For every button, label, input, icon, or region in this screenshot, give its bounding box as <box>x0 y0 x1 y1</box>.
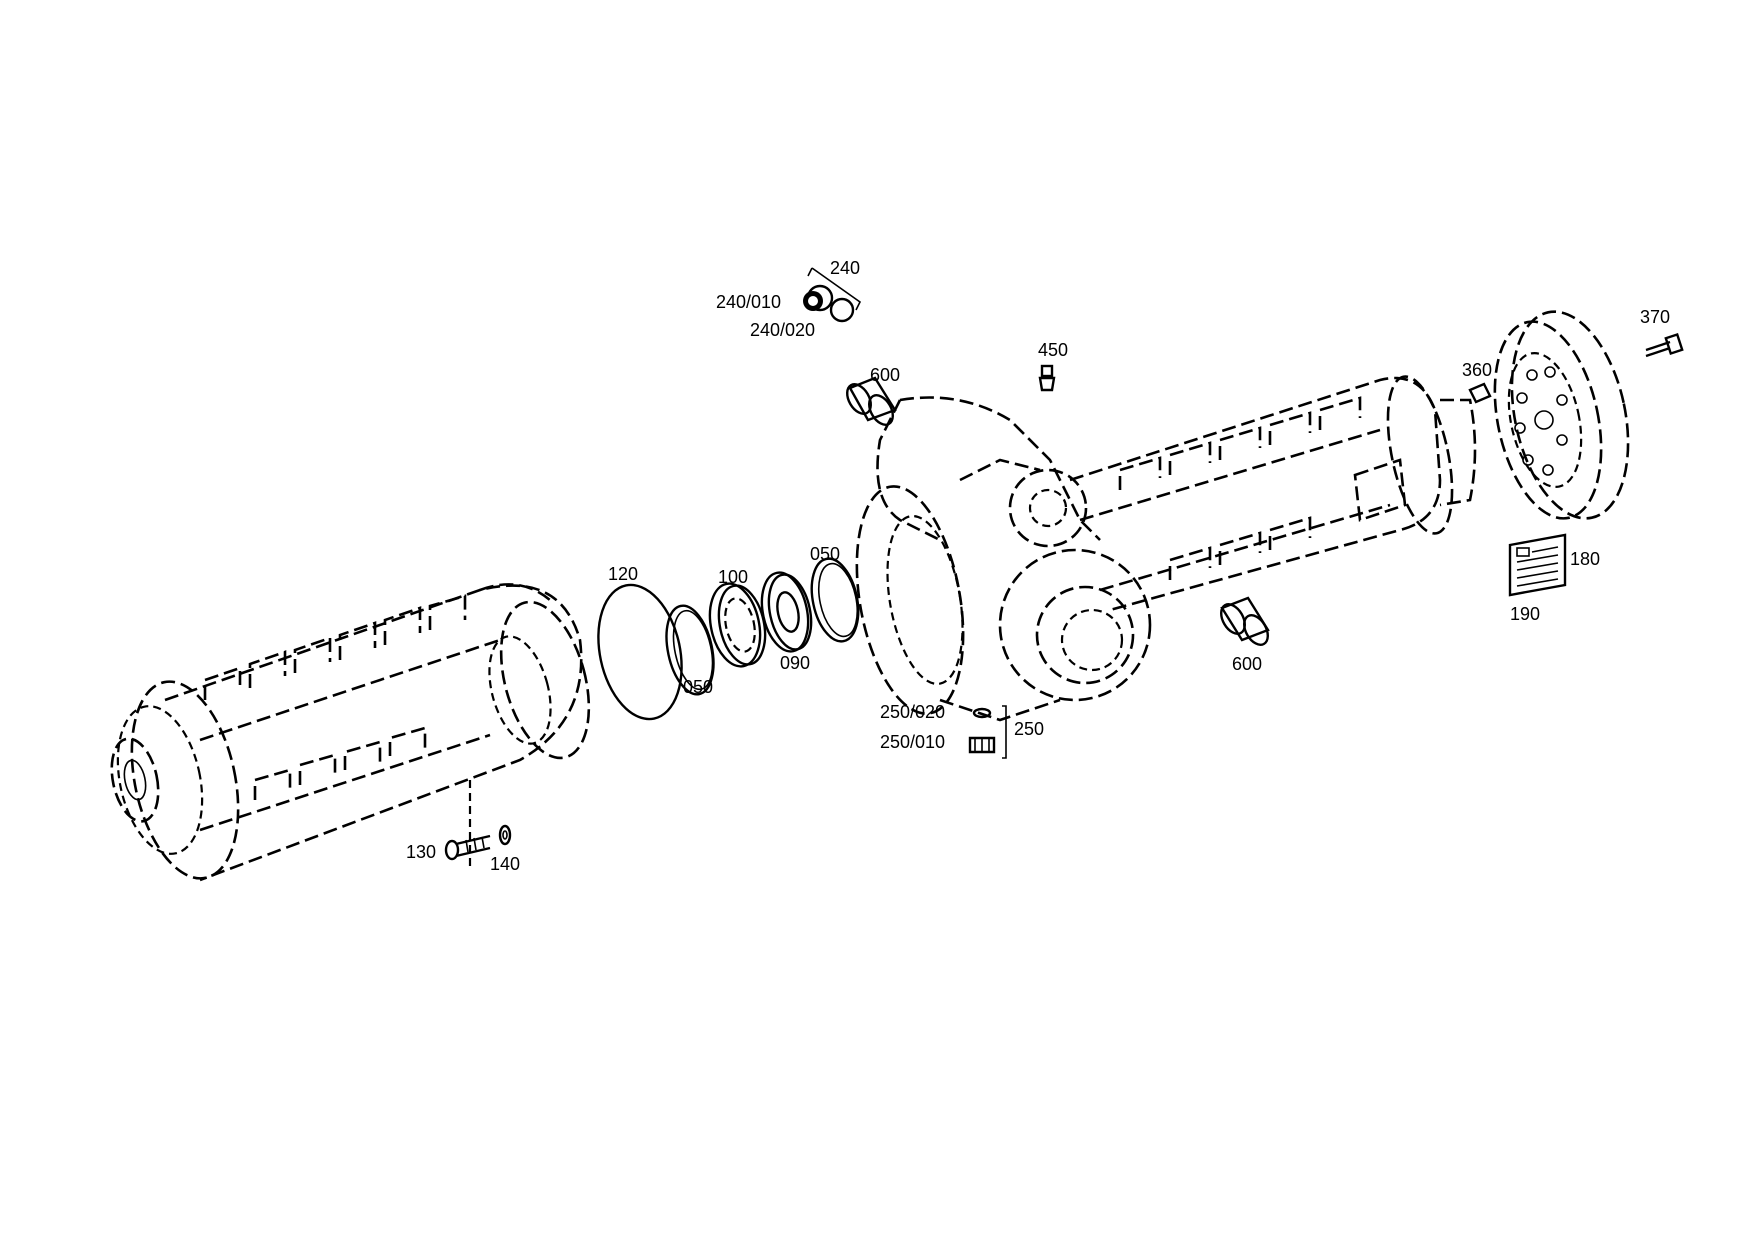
part-250-nut <box>968 705 1007 759</box>
part-600-bottom-bushing <box>1220 596 1270 646</box>
part-140-washer <box>498 824 512 846</box>
label-090: 090 <box>780 653 810 673</box>
label-240: 240 <box>830 258 860 278</box>
part-240-plug <box>803 267 862 323</box>
part-370-bolt <box>1645 333 1684 358</box>
part-090-bearing <box>760 571 813 653</box>
right-axle-housing <box>1069 375 1477 612</box>
center-axle-housing <box>855 396 1152 722</box>
part-450-breather <box>1038 364 1056 392</box>
label-140: 140 <box>490 854 520 874</box>
part-050-left-ring <box>665 604 715 696</box>
label-240-020: 240/020 <box>750 320 815 340</box>
part-600-top-bushing <box>846 376 897 426</box>
label-600-top: 600 <box>870 365 900 385</box>
part-050-right-ring <box>810 557 860 643</box>
left-axle-housing <box>110 583 591 882</box>
label-050-bottom: 050 <box>683 677 713 697</box>
part-120-o-ring <box>597 583 683 721</box>
label-450: 450 <box>1038 340 1068 360</box>
label-250: 250 <box>1014 719 1044 739</box>
part-360-dowel <box>1468 382 1492 404</box>
label-100: 100 <box>718 567 748 587</box>
label-190: 190 <box>1510 604 1540 624</box>
label-370: 370 <box>1640 307 1670 327</box>
label-360: 360 <box>1462 360 1492 380</box>
label-180: 180 <box>1570 549 1600 569</box>
label-130: 130 <box>406 842 436 862</box>
label-250-020: 250/020 <box>880 702 945 722</box>
label-600-bottom: 600 <box>1232 654 1262 674</box>
part-180-nameplate <box>1508 533 1567 597</box>
label-250-010: 250/010 <box>880 732 945 752</box>
wheel-hub-disc <box>1493 310 1630 520</box>
label-120: 120 <box>608 564 638 584</box>
label-050-top: 050 <box>810 544 840 564</box>
label-240-010: 240/010 <box>716 292 781 312</box>
part-labels: 240 240/010 240/020 450 600 360 370 120 … <box>406 258 1670 874</box>
part-130-bolt <box>444 834 491 861</box>
